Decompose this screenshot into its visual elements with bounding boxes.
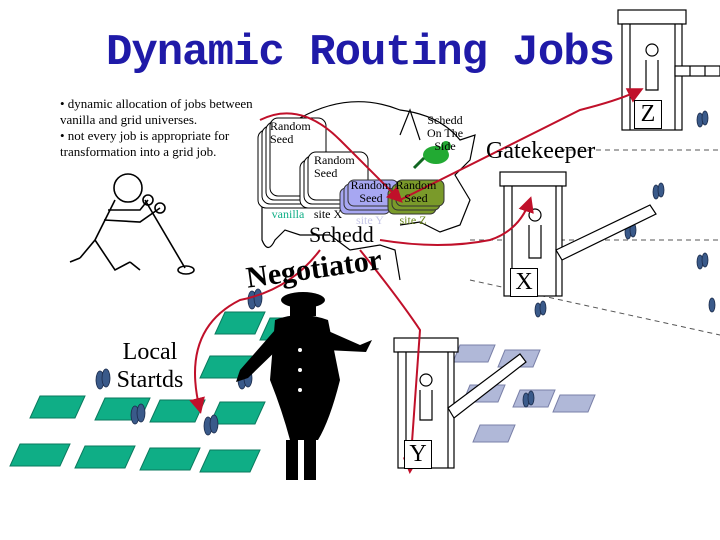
bird-icon — [412, 141, 451, 170]
random-seed-label-4: Random Seed — [395, 178, 437, 205]
schedd-on-the-side-label: Schedd On The Side — [426, 113, 464, 153]
queue-stack-3 — [339, 179, 399, 215]
site-y-label: site Y — [356, 213, 384, 227]
local-startds-label: Local Startds — [116, 339, 184, 393]
gatekeeper-x-label: X — [510, 268, 538, 297]
site-x-label: site X — [313, 207, 343, 221]
random-seed-label-1: Random Seed — [270, 119, 311, 146]
queue-stack-4 — [387, 179, 445, 215]
vanilla-label: vanilla — [271, 207, 305, 221]
routing-arrows — [189, 88, 644, 474]
bullet-item: • not every job is appropriate for trans… — [60, 128, 230, 159]
gatekeeper-booth-y — [393, 337, 527, 469]
gatekeeper-label: Gatekeeper — [486, 138, 596, 164]
page-title: Dynamic Routing Jobs — [105, 28, 615, 78]
site-z-label: site Z — [399, 213, 427, 227]
bullet-list: • dynamic allocation of jobs between van… — [60, 96, 275, 160]
schedd-label: Schedd — [309, 222, 374, 247]
remote-grid — [452, 344, 596, 443]
gatekeeper-booth-z — [617, 9, 720, 131]
bullet-item: • dynamic allocation of jobs between van… — [60, 96, 253, 127]
gatekeeper-z-label: Z — [634, 100, 662, 129]
dashed-lines — [469, 149, 720, 336]
gatekeeper-y-label: Y — [404, 440, 432, 469]
random-seed-label-2: Random Seed — [314, 153, 355, 180]
stick-figure-icon — [69, 173, 195, 275]
random-seed-label-3: Random Seed — [350, 178, 392, 205]
negotiator-figure — [236, 292, 372, 480]
